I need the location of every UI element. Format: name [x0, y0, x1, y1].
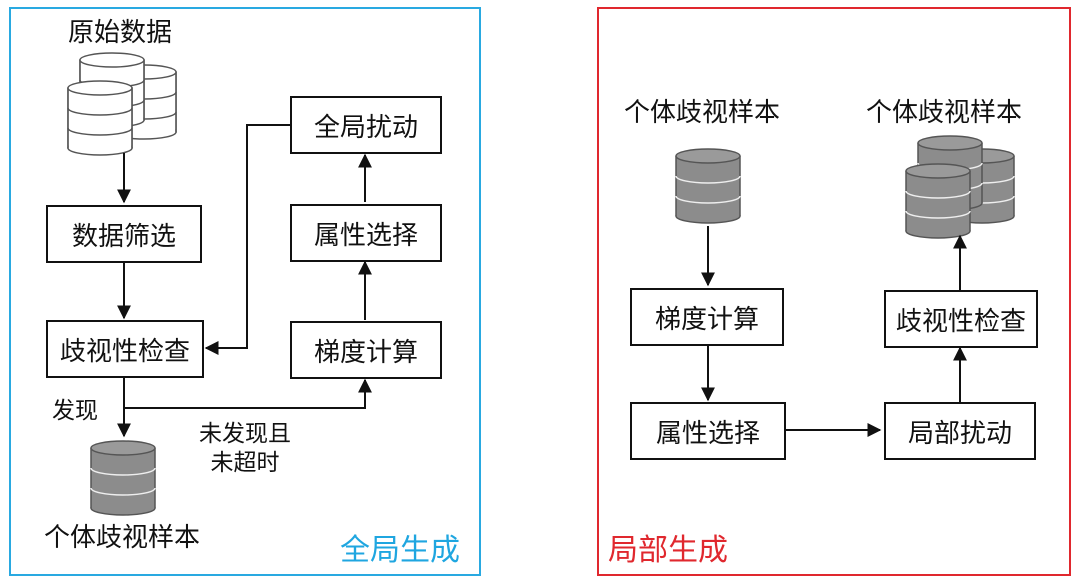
global-perturbation-box: 全局扰动 — [290, 96, 442, 154]
global-title: 全局生成 — [340, 533, 460, 568]
local-gradient-calc-box: 梯度计算 — [630, 288, 784, 346]
global-perturbation-text: 全局扰动 — [313, 112, 418, 143]
data-filter-box: 数据筛选 — [46, 205, 202, 263]
global-output-database-icon — [90, 440, 156, 516]
gradient-calc-text: 梯度计算 — [313, 337, 418, 368]
found-label: 发现 — [52, 398, 98, 424]
attribute-selection-text: 属性选择 — [313, 220, 418, 251]
local-attribute-selection-text: 属性选择 — [655, 418, 760, 449]
arrow-perturb-to-check — [204, 124, 290, 355]
local-gradient-calc-text: 梯度计算 — [654, 304, 759, 335]
local-panel-border — [597, 7, 1071, 576]
local-attribute-selection-box: 属性选择 — [630, 402, 786, 460]
local-title: 局部生成 — [608, 533, 728, 568]
not-found-label: 未发现且 未超时 — [195, 420, 295, 478]
raw-data-label: 原始数据 — [68, 18, 173, 48]
local-perturbation-box: 局部扰动 — [884, 402, 1036, 460]
attribute-selection-box: 属性选择 — [290, 204, 442, 262]
local-input-label: 个体歧视样本 — [624, 98, 781, 128]
not-found-line1: 未发现且 — [199, 421, 291, 447]
local-input-database-icon — [675, 148, 741, 224]
local-discrimination-check-box: 歧视性检查 — [884, 290, 1038, 348]
raw-data-database-icon — [67, 52, 177, 156]
local-perturbation-text: 局部扰动 — [907, 418, 1012, 449]
arrow-check-to-gradient — [124, 378, 372, 409]
local-output-database-icon — [905, 135, 1015, 239]
not-found-line2: 未超时 — [210, 449, 280, 476]
discrimination-check-box: 歧视性检查 — [46, 320, 204, 378]
discrimination-check-text: 歧视性检查 — [59, 336, 190, 367]
data-filter-text: 数据筛选 — [71, 221, 176, 252]
global-panel-border — [9, 7, 481, 576]
local-output-label: 个体歧视样本 — [866, 98, 1023, 128]
global-output-label: 个体歧视样本 — [44, 523, 201, 553]
local-discrimination-check-text: 歧视性检查 — [895, 306, 1026, 337]
gradient-calc-box: 梯度计算 — [290, 321, 442, 379]
